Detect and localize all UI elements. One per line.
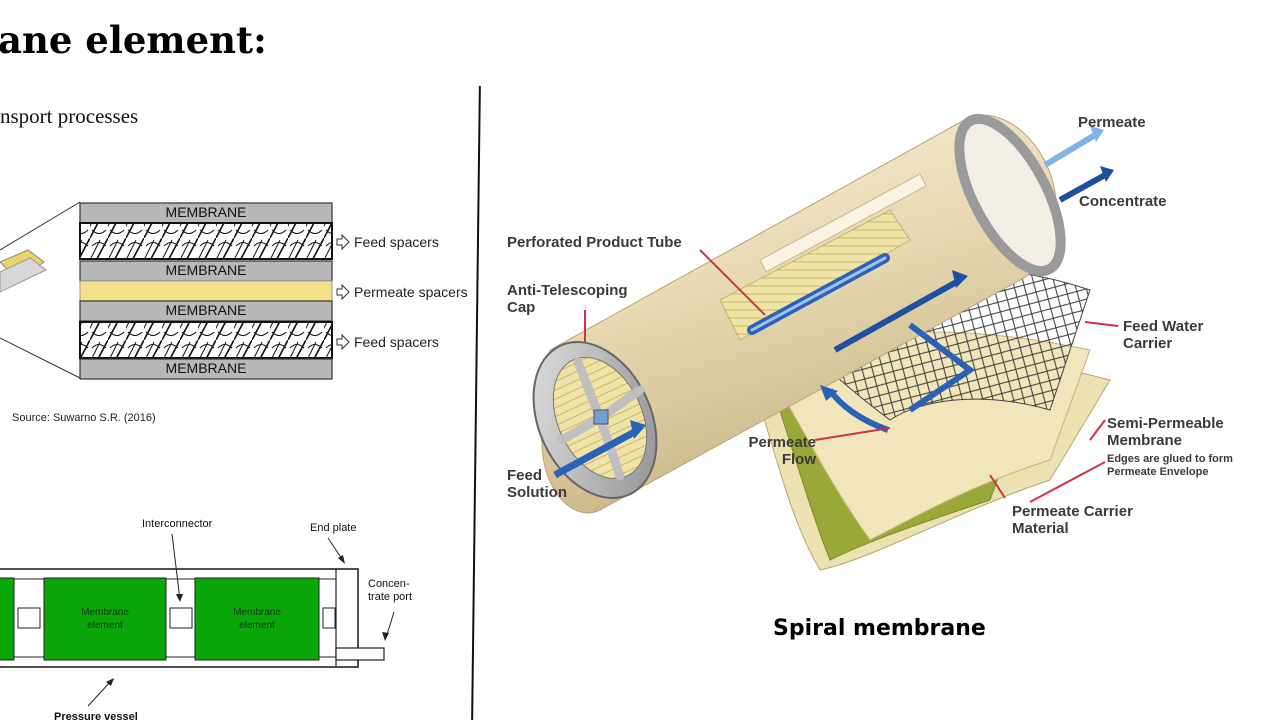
anti-telescoping-cap-label: Anti-Telescoping Cap bbox=[507, 282, 628, 316]
membrane-layer-label: MEMBRANE bbox=[165, 360, 247, 376]
membrane-layer-label: MEMBRANE bbox=[165, 262, 247, 278]
membrane-element-label: Membrane element bbox=[233, 607, 281, 631]
edges-glued-note: Edges are glued to form Permeate Envelop… bbox=[1107, 453, 1233, 478]
feed-water-carrier-label: Feed Water Carrier bbox=[1123, 318, 1204, 352]
concentrate-label: Concentrate bbox=[1079, 193, 1167, 210]
semi-permeable-membrane-label: Semi-Permeable Membrane bbox=[1107, 415, 1224, 449]
slide-subtitle: nsport processes bbox=[0, 104, 139, 128]
permeate-carrier-material-label: Permeate Carrier Material bbox=[1012, 503, 1133, 537]
slide-title: ane element: bbox=[0, 18, 267, 62]
spiral-membrane-caption: Spiral membrane bbox=[773, 616, 986, 641]
end-plate-label: End plate bbox=[310, 522, 357, 534]
feed-spacers-label: Feed spacers bbox=[354, 234, 439, 250]
spiral-membrane-illustration bbox=[532, 113, 1119, 571]
feed-spacer-layer bbox=[79, 321, 333, 359]
pressure-vessel-label: Pressure vessel bbox=[54, 711, 138, 723]
interconnector bbox=[169, 607, 193, 629]
pressure-vessel-diagram bbox=[0, 533, 395, 707]
concentrate-port bbox=[335, 647, 385, 661]
membrane-element bbox=[43, 577, 167, 661]
source-citation: Source: Suwarno S.R. (2016) bbox=[12, 412, 156, 424]
membrane-layer-label: MEMBRANE bbox=[165, 302, 247, 318]
feed-spacer-layer bbox=[79, 222, 333, 260]
concentrate-port-label: Concen- trate port bbox=[368, 578, 413, 603]
permeate-flow-label: Permeate Flow bbox=[748, 434, 816, 468]
interconnector bbox=[322, 607, 336, 629]
permeate-spacer-layer bbox=[79, 280, 333, 302]
perforated-product-tube-label: Perforated Product Tube bbox=[507, 234, 682, 251]
membrane-element-label: Membrane element bbox=[81, 607, 129, 631]
feed-spacers-label: Feed spacers bbox=[354, 334, 439, 350]
feed-solution-label: Feed Solution bbox=[507, 467, 567, 501]
permeate-label: Permeate bbox=[1078, 114, 1146, 131]
membrane-layer bbox=[79, 358, 333, 380]
membrane-layers-diagram bbox=[0, 201, 350, 380]
membrane-layer-label: MEMBRANE bbox=[165, 204, 247, 220]
permeate-spacers-label: Permeate spacers bbox=[354, 284, 468, 300]
membrane-element bbox=[0, 577, 15, 661]
interconnector bbox=[17, 607, 41, 629]
interconnector-label: Interconnector bbox=[142, 518, 213, 530]
membrane-element bbox=[194, 577, 320, 661]
